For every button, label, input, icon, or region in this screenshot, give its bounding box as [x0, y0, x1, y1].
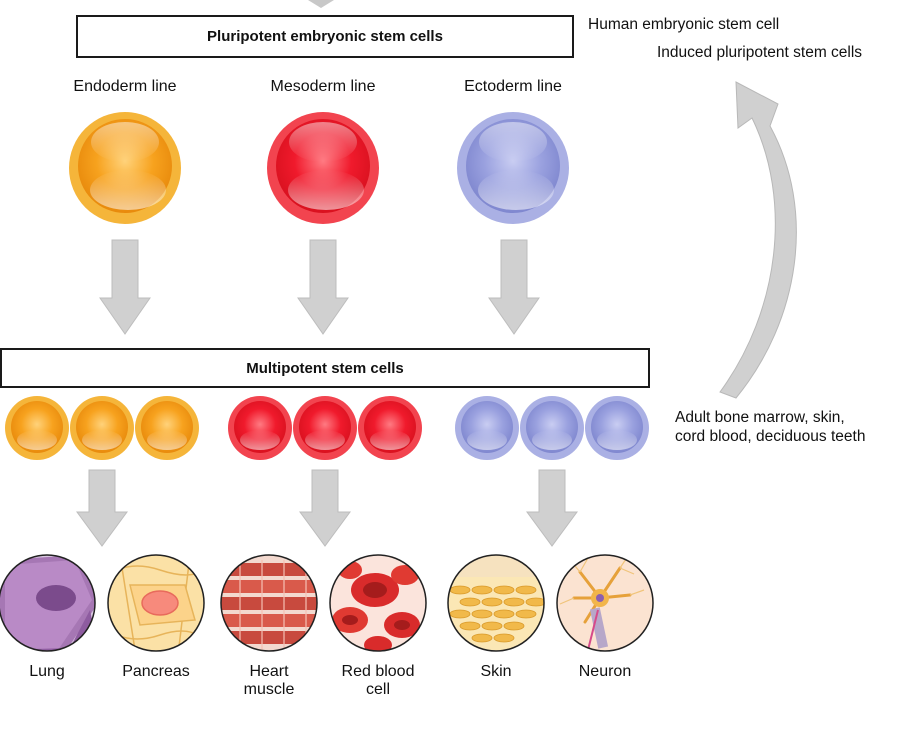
ectoderm-cell: [457, 112, 569, 224]
arrow-ectoderm-down: [488, 239, 540, 335]
tissue-label-lung: Lung: [29, 663, 65, 680]
skin-tissue-image: [447, 554, 545, 652]
multipotent-blue-cells: [455, 396, 649, 460]
tissue-label-neuron: Neuron: [578, 663, 632, 680]
tissue-label-pancreas: Pancreas: [122, 663, 190, 680]
ectoderm-line-label: Ectoderm line: [464, 78, 562, 95]
arrow-endoderm-down: [99, 239, 151, 335]
pluripotent-box: Pluripotent embryonic stem cells: [76, 15, 574, 58]
lung-tissue-image: [0, 554, 96, 652]
heart-muscle-tissue-image: [220, 554, 318, 652]
mesoderm-cell: [267, 112, 379, 224]
mesoderm-line-label: Mesoderm line: [270, 78, 376, 95]
arrow-mesoderm-down: [297, 239, 349, 335]
embryonic-stem-cell-label: Human embryonic stem cell: [588, 16, 780, 33]
multipotent-box-title: Multipotent stem cells: [246, 359, 404, 377]
pancreas-tissue-image: [107, 554, 205, 652]
multipotent-box: Multipotent stem cells: [0, 348, 650, 388]
tissue-label-heart-muscle: Heart muscle: [243, 663, 295, 698]
endoderm-line-label: Endoderm line: [73, 78, 177, 95]
red-blood-cell-image: [329, 554, 427, 652]
tissue-label-skin: Skin: [480, 663, 512, 680]
top-arrow-stub: [308, 0, 334, 8]
multipotent-orange-cells: [5, 396, 199, 460]
arrow-multipotent-blue-down: [526, 469, 578, 547]
adult-sources-label-line1: Adult bone marrow, skin,: [675, 409, 845, 426]
arrow-multipotent-red-down: [299, 469, 351, 547]
adult-sources-label-line2: cord blood, deciduous teeth: [675, 428, 866, 445]
induced-pluripotent-label: Induced pluripotent stem cells: [657, 44, 863, 61]
arrow-multipotent-orange-down: [76, 469, 128, 547]
curved-side-arrow: [719, 81, 797, 399]
pluripotent-box-title: Pluripotent embryonic stem cells: [207, 28, 443, 45]
neuron-tissue-image: [556, 554, 654, 652]
tissue-label-red-blood-cell: Red blood cell: [341, 663, 415, 698]
endoderm-cell: [69, 112, 181, 224]
multipotent-red-cells: [228, 396, 422, 460]
